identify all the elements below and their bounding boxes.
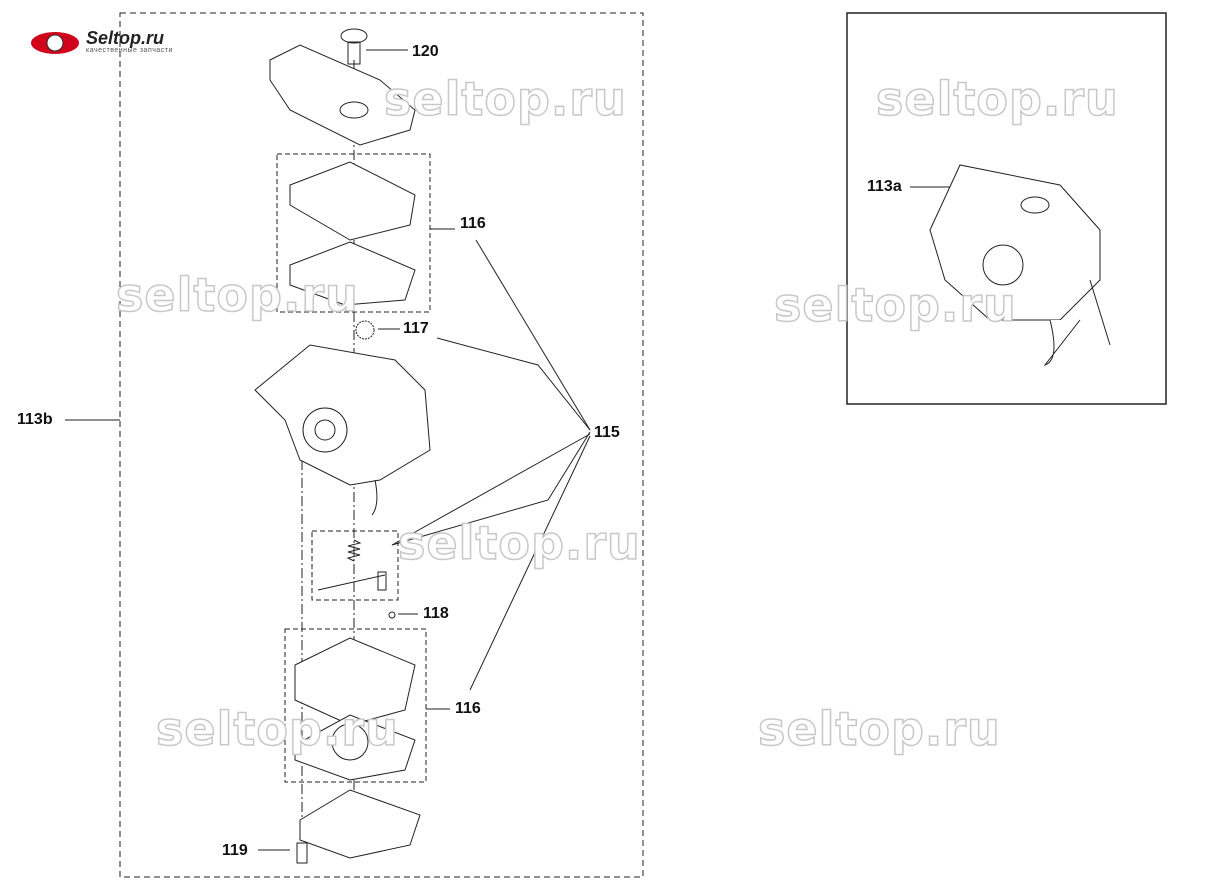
logo-name: Seltop.ru bbox=[86, 28, 165, 48]
watermark: seltop.ru bbox=[397, 516, 641, 570]
fist-wrench-icon bbox=[31, 32, 79, 54]
watermark: seltop.ru bbox=[773, 278, 1017, 332]
callout-113a[interactable]: 113a bbox=[867, 178, 902, 195]
inset-113a-frame bbox=[846, 12, 1167, 405]
callout-115[interactable]: 115 bbox=[594, 424, 620, 441]
logo-tagline: качественные запчасти bbox=[86, 47, 173, 54]
callout-116-bottom[interactable]: 116 bbox=[455, 700, 481, 717]
kit-116-bottom-box bbox=[284, 628, 427, 783]
callout-116-top[interactable]: 116 bbox=[460, 215, 486, 232]
watermark: seltop.ru bbox=[115, 268, 359, 322]
callout-119[interactable]: 119 bbox=[222, 842, 248, 859]
callout-113b[interactable]: 113b bbox=[17, 411, 53, 428]
callout-117[interactable]: 117 bbox=[403, 320, 429, 337]
watermark: seltop.ru bbox=[757, 702, 1001, 756]
callout-118[interactable]: 118 bbox=[423, 605, 449, 622]
seltop-logo[interactable]: Seltop.ru качественные запчасти bbox=[28, 28, 218, 58]
callout-120[interactable]: 120 bbox=[412, 43, 439, 60]
watermark: seltop.ru bbox=[383, 72, 627, 126]
watermark: seltop.ru bbox=[155, 702, 399, 756]
assembly-113b-box bbox=[119, 12, 644, 878]
needle-valve-box bbox=[311, 530, 399, 601]
watermark: seltop.ru bbox=[875, 72, 1119, 126]
